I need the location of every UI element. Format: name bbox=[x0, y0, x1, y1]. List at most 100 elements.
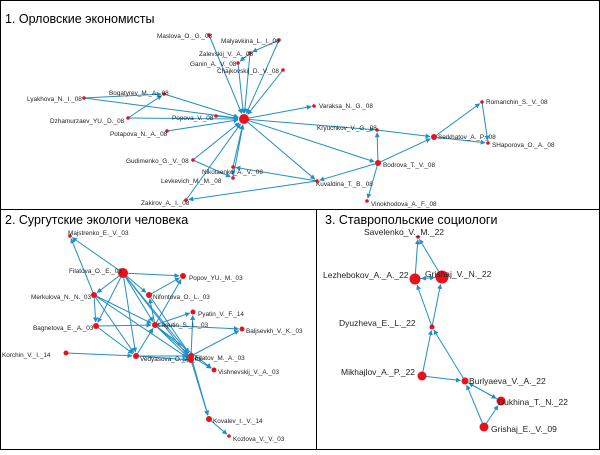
node-mikhajlov bbox=[417, 371, 427, 381]
edge-potapova-center bbox=[166, 118, 239, 132]
node-label-varaksa: Varaksa_N._G._08 bbox=[319, 103, 373, 110]
edge-merkulova-vedyasova bbox=[93, 294, 135, 354]
node-kuvaldina bbox=[315, 179, 319, 183]
node-gudimenko bbox=[191, 158, 195, 162]
node-label-zalevskij: Zalevskij_V._A._08 bbox=[199, 51, 254, 58]
node-label-lyakhova: Lyakhova_N._I._08 bbox=[27, 96, 82, 103]
node-label-bodrova: Bodrova_T._V._08 bbox=[383, 162, 435, 169]
edge-mikhajlov-burlyaeva bbox=[421, 375, 462, 383]
edge-dzhamurzaev-center bbox=[127, 116, 239, 122]
edge-zakirov-center bbox=[185, 123, 241, 201]
node-vishnevskij bbox=[211, 367, 217, 373]
node-bagnetova bbox=[93, 323, 99, 329]
panel-orel-economists: 1. Орловские экономисты Maslova_O._G._08… bbox=[5, 12, 555, 208]
node-popov bbox=[180, 273, 186, 279]
node-burlyaeva bbox=[461, 377, 469, 385]
node-label-popova_v: Popova_V._08 bbox=[172, 115, 214, 122]
node-label-grishaj_e: Grishaj_E._V._09 bbox=[491, 424, 557, 434]
edge-kuvaldina-nikolaenko bbox=[235, 165, 318, 182]
node-label-romanchin: Romanchin_S._V._08 bbox=[486, 99, 548, 106]
edge-chajkovskij-center bbox=[247, 69, 284, 115]
node-dyuzheva bbox=[429, 324, 435, 330]
node-maslova bbox=[207, 33, 211, 37]
edge-filatov-balysevkh bbox=[190, 330, 240, 357]
node-bogatyrev bbox=[162, 92, 166, 96]
panel-title: 1. Орловские экономисты bbox=[5, 12, 155, 26]
node-serkhatov bbox=[431, 134, 437, 140]
edge-nifontova-filatov bbox=[148, 294, 190, 354]
node-vinokhodova bbox=[365, 199, 369, 203]
edge-serkhatov-shaporova bbox=[433, 136, 486, 145]
edge-merkulova-lagutin bbox=[93, 294, 152, 324]
edge-bodrova-kryuchkov bbox=[374, 132, 380, 164]
node-label-filatov: Filatov_M._A._03 bbox=[195, 355, 245, 362]
node-bodrova bbox=[375, 160, 381, 166]
node-kozlova bbox=[227, 434, 231, 438]
edge-nikolaenko-center bbox=[232, 124, 245, 168]
node-merkulova bbox=[91, 292, 97, 298]
edge-kuvaldina-zakirov bbox=[188, 180, 318, 202]
node-label-gudimenko: Gudimenko_G._V._08 bbox=[126, 158, 189, 165]
node-label-vishnevskij: Vishnevskij_V._A._03 bbox=[218, 369, 280, 376]
node-label-shaporova: SHaporova_O._A._08 bbox=[492, 142, 555, 149]
edge-bagnetova-lagutin bbox=[95, 322, 152, 328]
edge-lyakhova-bogatyrev bbox=[83, 91, 162, 99]
edge-kryuchkov-serkhatov bbox=[376, 129, 431, 139]
edge-vedyasova-mid bbox=[135, 355, 188, 362]
node-label-lezhebokov: Lezhebokov_A._A._22 bbox=[323, 270, 409, 280]
edge-maslova-center bbox=[208, 34, 243, 114]
node-label-balysevkh: Baljsevkh_V._K._03 bbox=[246, 328, 303, 335]
node-zakirov bbox=[184, 198, 188, 202]
node-korchin bbox=[63, 350, 69, 356]
panel-surgut-ecologists: 2. Сургутские экологи человека Majstrenk… bbox=[2, 213, 303, 443]
node-label-serkhatov: Serkhatov_A._P._08 bbox=[438, 134, 496, 141]
node-label-dzhamurzaev: Dzhamurzaev_YU._D._08 bbox=[50, 118, 125, 125]
edge-dyuzheva-lezhebokov bbox=[416, 284, 433, 328]
node-romanchin bbox=[480, 100, 484, 104]
node-lezhebokov bbox=[409, 273, 421, 285]
node-label-kryuchkov: Kryuchkov_V._G._08 bbox=[317, 125, 377, 132]
edge-zalevskij-center bbox=[242, 52, 251, 114]
node-malyavkina bbox=[277, 38, 281, 42]
edge-malyavkina-center bbox=[245, 39, 280, 114]
node-label-burlyaeva: Burlyaeva_V._A._22 bbox=[469, 376, 546, 386]
edge-filatova-popov bbox=[122, 272, 180, 279]
node-label-majstrenko: Majstrenko_E._V._03 bbox=[68, 230, 129, 237]
node-grishaj_e bbox=[479, 422, 489, 432]
edge-dukhina-burlyaeva bbox=[468, 382, 502, 402]
edge-filatov-vishnevskij bbox=[190, 355, 212, 369]
edge-lagutin-nifontova bbox=[148, 298, 156, 326]
node-label-bogatyrev: Bogatyrev_M._A._08 bbox=[109, 90, 169, 97]
edge-romanchin-shaporova bbox=[481, 101, 490, 141]
node-label-bagnetova: Bagnetova_E._A._03 bbox=[33, 325, 94, 332]
edge-merkulova-bagnetova bbox=[92, 294, 98, 323]
edge-filatov-pyatin bbox=[190, 314, 196, 357]
edge-center-bodrova bbox=[243, 118, 375, 163]
edge-lagutin-vishnevskij bbox=[154, 324, 212, 369]
edge-bodrova-kuvaldina bbox=[319, 162, 379, 182]
edge-merkulova-majstrenko bbox=[70, 238, 95, 296]
edge-lagutin-mid bbox=[154, 324, 189, 358]
node-label-ganin: Ganin_A._V._08 bbox=[190, 61, 237, 68]
edge-filatova-merkulova bbox=[96, 272, 124, 293]
node-label-mikhajlov: Mikhajlov_A._P._22 bbox=[341, 367, 415, 377]
edge-bodrova-vinokhodova bbox=[366, 162, 379, 199]
node-label-dukhina: Dukhina_T._N._22 bbox=[498, 397, 568, 407]
edge-lagutin-pyatin bbox=[154, 312, 191, 326]
panel-stavropol-sociologists: 3. Ставропольские социологи Savelenko_V.… bbox=[323, 213, 568, 434]
node-kryuchkov bbox=[375, 128, 379, 132]
node-label-nikolaenko: Nikolaenko_A._V._08 bbox=[202, 169, 263, 176]
node-label-malyavkina: Malyavkina_L._I._08 bbox=[221, 38, 280, 45]
edge-lezhebokov-savelenko bbox=[414, 239, 420, 280]
node-label-lagutin: Lagutin_S._L._03 bbox=[158, 322, 209, 329]
edge-ganin-center bbox=[237, 62, 246, 114]
node-label-savelenko: Savelenko_V._M._22 bbox=[364, 227, 444, 237]
edge-burlyaeva-dyuzheva bbox=[433, 329, 466, 382]
node-label-korchin: Korchin_V._I._14 bbox=[2, 352, 51, 359]
node-dzhamurzaev bbox=[126, 116, 130, 120]
edge-layer bbox=[414, 238, 502, 428]
edge-filatova-nifontova bbox=[122, 272, 147, 293]
node-nikolaenko bbox=[231, 165, 235, 169]
